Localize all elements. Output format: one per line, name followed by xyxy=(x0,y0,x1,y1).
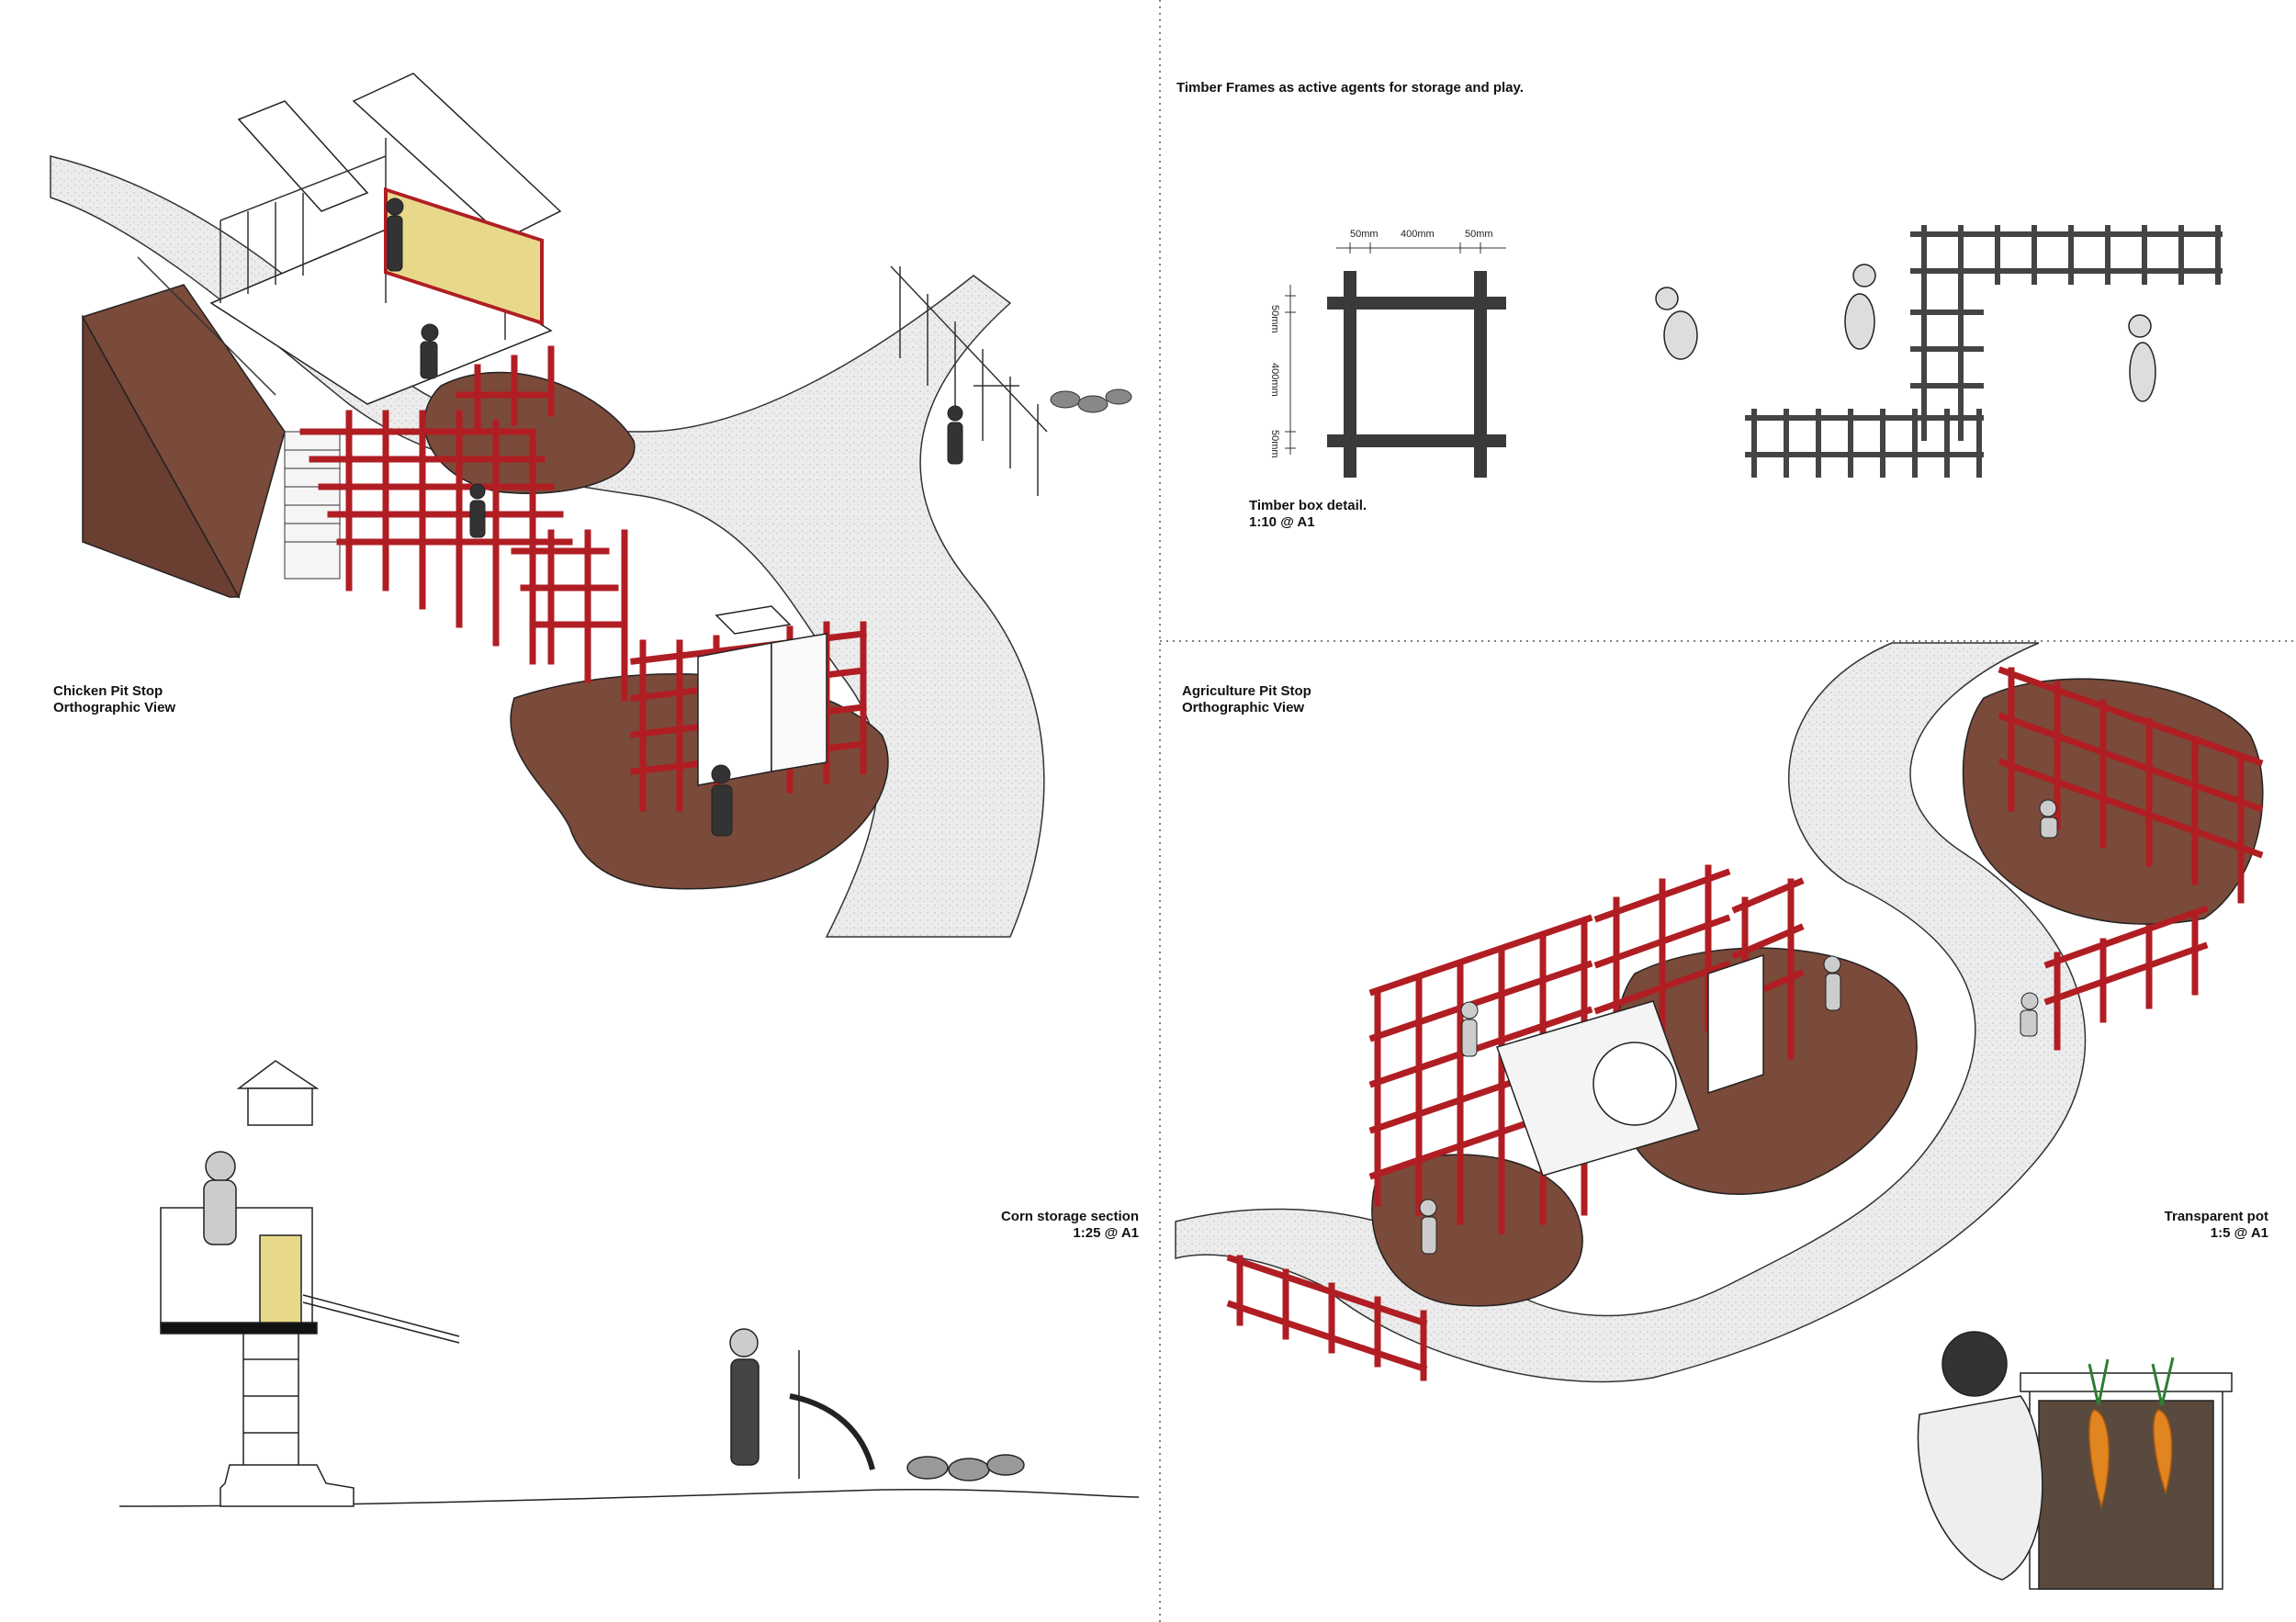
play-frames-sketch xyxy=(1745,225,2223,478)
agriculture-pit-stop-drawing xyxy=(1175,642,2264,1383)
child-figures xyxy=(1655,264,2156,402)
dim-top-mid: 400mm xyxy=(1401,229,1435,240)
dim-side-mid: 400mm xyxy=(1269,363,1280,397)
caption-title: Agriculture Pit Stop xyxy=(1182,683,1311,699)
platform xyxy=(209,229,553,405)
caption-title: Corn storage section xyxy=(1000,1209,1139,1224)
dim-side-bot: 50mm xyxy=(1269,430,1280,458)
caption-subtitle: Orthographic View xyxy=(53,700,176,715)
agriculture-pit-stop-caption: Agriculture Pit Stop Orthographic View xyxy=(1182,683,1311,716)
caption-scale: 1:10 @ A1 xyxy=(1249,514,1315,530)
timber-box-caption: Timber box detail. 1:10 @ A1 xyxy=(1249,498,1367,531)
caption-title: Timber box detail. xyxy=(1249,498,1367,513)
chicken-pit-stop-caption: Chicken Pit Stop Orthographic View xyxy=(53,683,175,716)
caption-scale: 1:5 @ A1 xyxy=(2210,1225,2268,1241)
shed-roof xyxy=(352,73,562,240)
dim-side-top: 50mm xyxy=(1269,305,1280,333)
dim-top-left: 50mm xyxy=(1350,229,1379,240)
chicken-pit-stop-drawing xyxy=(50,73,1132,938)
transparent-pot-caption: Transparent pot 1:5 @ A1 xyxy=(2039,1209,2268,1242)
timber-box-detail xyxy=(1285,242,1506,478)
timber-frames-title: Timber Frames as active agents for stora… xyxy=(1176,80,1524,96)
dim-top-right: 50mm xyxy=(1465,229,1493,240)
caption-scale: 1:25 @ A1 xyxy=(1073,1225,1139,1241)
caption-title: Chicken Pit Stop xyxy=(53,683,163,699)
caption-subtitle: Orthographic View xyxy=(1182,700,1305,715)
transparent-pot-detail xyxy=(1917,1331,2233,1590)
corn-storage-caption: Corn storage section 1:25 @ A1 xyxy=(918,1209,1139,1242)
agri-path xyxy=(1175,642,2087,1383)
corn-storage-section xyxy=(118,1060,1140,1507)
caption-title: Transparent pot xyxy=(2164,1209,2268,1224)
